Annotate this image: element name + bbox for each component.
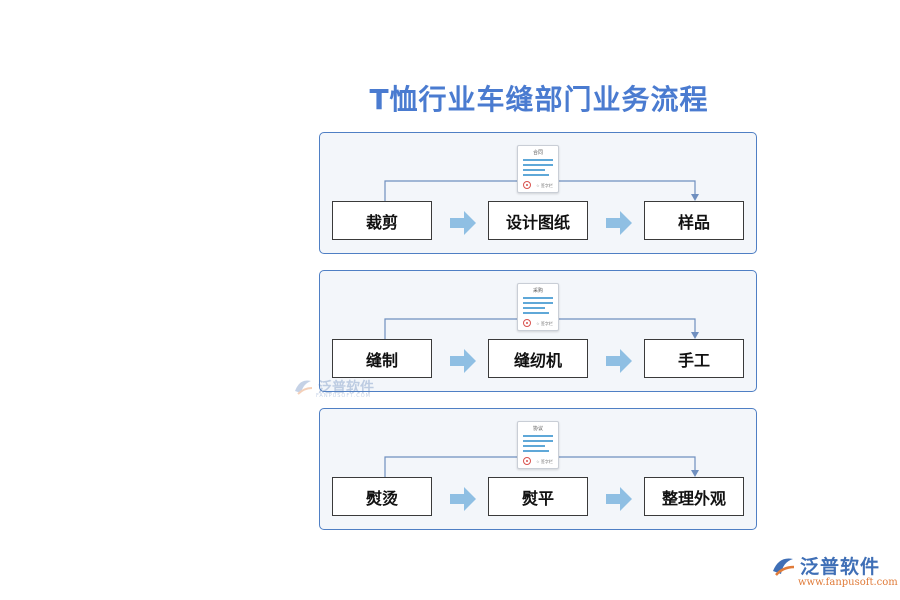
step-sample: 样品	[644, 201, 744, 240]
step-finishing: 整理外观	[644, 477, 744, 516]
step-sewing-machine: 缝纫机	[488, 339, 588, 378]
diagram-title: T恤行业车缝部门业务流程	[369, 83, 709, 116]
process-panel-1: 合同 ☆ 签字栏 裁剪 设计图纸 样品	[319, 132, 757, 254]
signature-label: ☆ 签字栏	[536, 183, 553, 188]
brand-url: www.fanpusoft.com	[798, 577, 898, 588]
step-cutting: 裁剪	[332, 201, 432, 240]
document-title: 协议	[532, 426, 543, 432]
flow-arrow-icon	[450, 211, 476, 235]
signature-label: ☆ 签字栏	[536, 321, 553, 326]
flow-arrow-icon	[450, 487, 476, 511]
document-icon: 采购 ☆ 签字栏	[517, 283, 559, 331]
seal-stamp-icon	[523, 181, 531, 189]
document-icon: 合同 ☆ 签字栏	[517, 145, 559, 193]
watermark-subtext: FANPUSOFT.COM	[316, 393, 371, 399]
step-press-flat: 熨平	[488, 477, 588, 516]
step-ironing: 熨烫	[332, 477, 432, 516]
seal-stamp-icon	[523, 319, 531, 327]
brand-logo: 泛普软件 www.fanpusoft.com	[770, 552, 898, 588]
watermark: 泛普软件 FANPUSOFT.COM	[292, 376, 374, 399]
document-title: 采购	[532, 288, 543, 294]
flow-arrow-icon	[606, 211, 632, 235]
document-icon: 协议 ☆ 签字栏	[517, 421, 559, 469]
step-sewing: 缝制	[332, 339, 432, 378]
document-title: 合同	[532, 150, 543, 156]
step-design-drawing: 设计图纸	[488, 201, 588, 240]
brand-logo-icon	[773, 558, 795, 576]
flow-arrow-icon	[606, 349, 632, 373]
watermark-logo-icon	[295, 380, 313, 395]
flow-arrow-icon	[450, 349, 476, 373]
process-panel-3: 协议 ☆ 签字栏 熨烫 熨平 整理外观	[319, 408, 757, 530]
step-handwork: 手工	[644, 339, 744, 378]
watermark-text: 泛普软件	[318, 380, 374, 396]
flow-arrow-icon	[606, 487, 632, 511]
brand-name: 泛普软件	[800, 556, 881, 578]
signature-label: ☆ 签字栏	[536, 459, 553, 464]
process-panel-2: 采购 ☆ 签字栏 缝制 缝纫机 手工	[319, 270, 757, 392]
seal-stamp-icon	[523, 457, 531, 465]
